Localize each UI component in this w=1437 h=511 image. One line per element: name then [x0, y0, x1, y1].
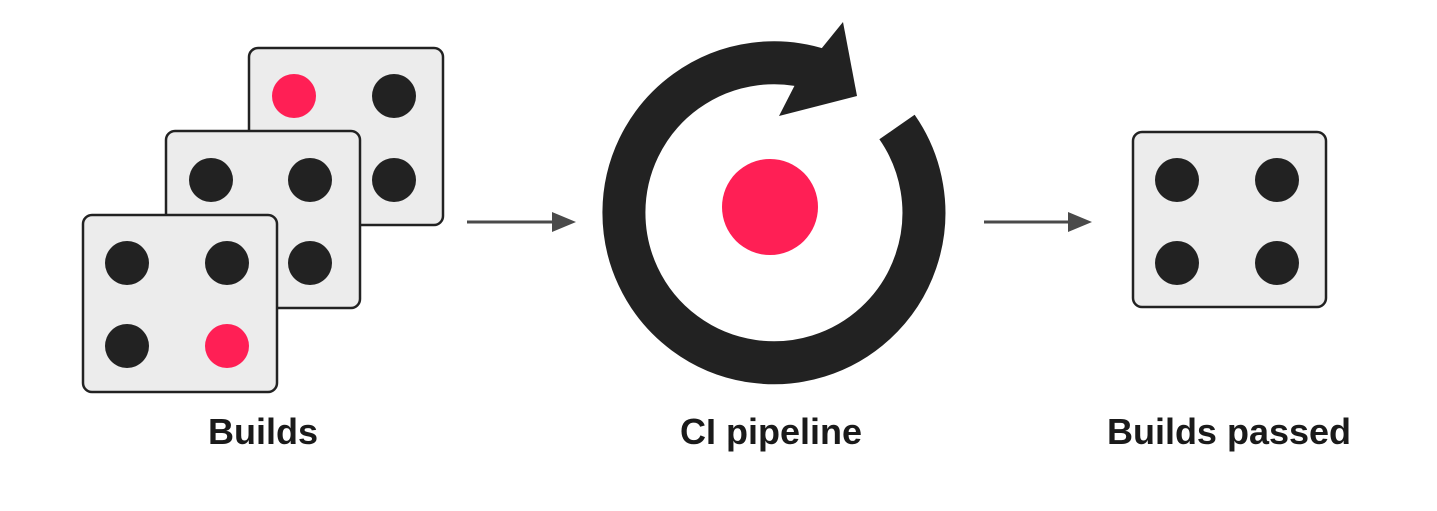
failed-dot: [272, 74, 316, 118]
failed-dot: [205, 324, 249, 368]
builds-label: Builds: [208, 411, 318, 452]
right-arrow-icon: [984, 212, 1092, 232]
dice-four-icon: [1131, 130, 1328, 309]
pipeline-center-dot: [722, 159, 818, 255]
build-card-front: [81, 213, 279, 394]
builds-passed-label: Builds passed: [1107, 411, 1351, 452]
right-arrow-icon: [467, 212, 576, 232]
refresh-cycle-icon: [602, 22, 946, 385]
pipeline-label: CI pipeline: [680, 411, 862, 452]
builds-stack-icon: [81, 46, 445, 394]
